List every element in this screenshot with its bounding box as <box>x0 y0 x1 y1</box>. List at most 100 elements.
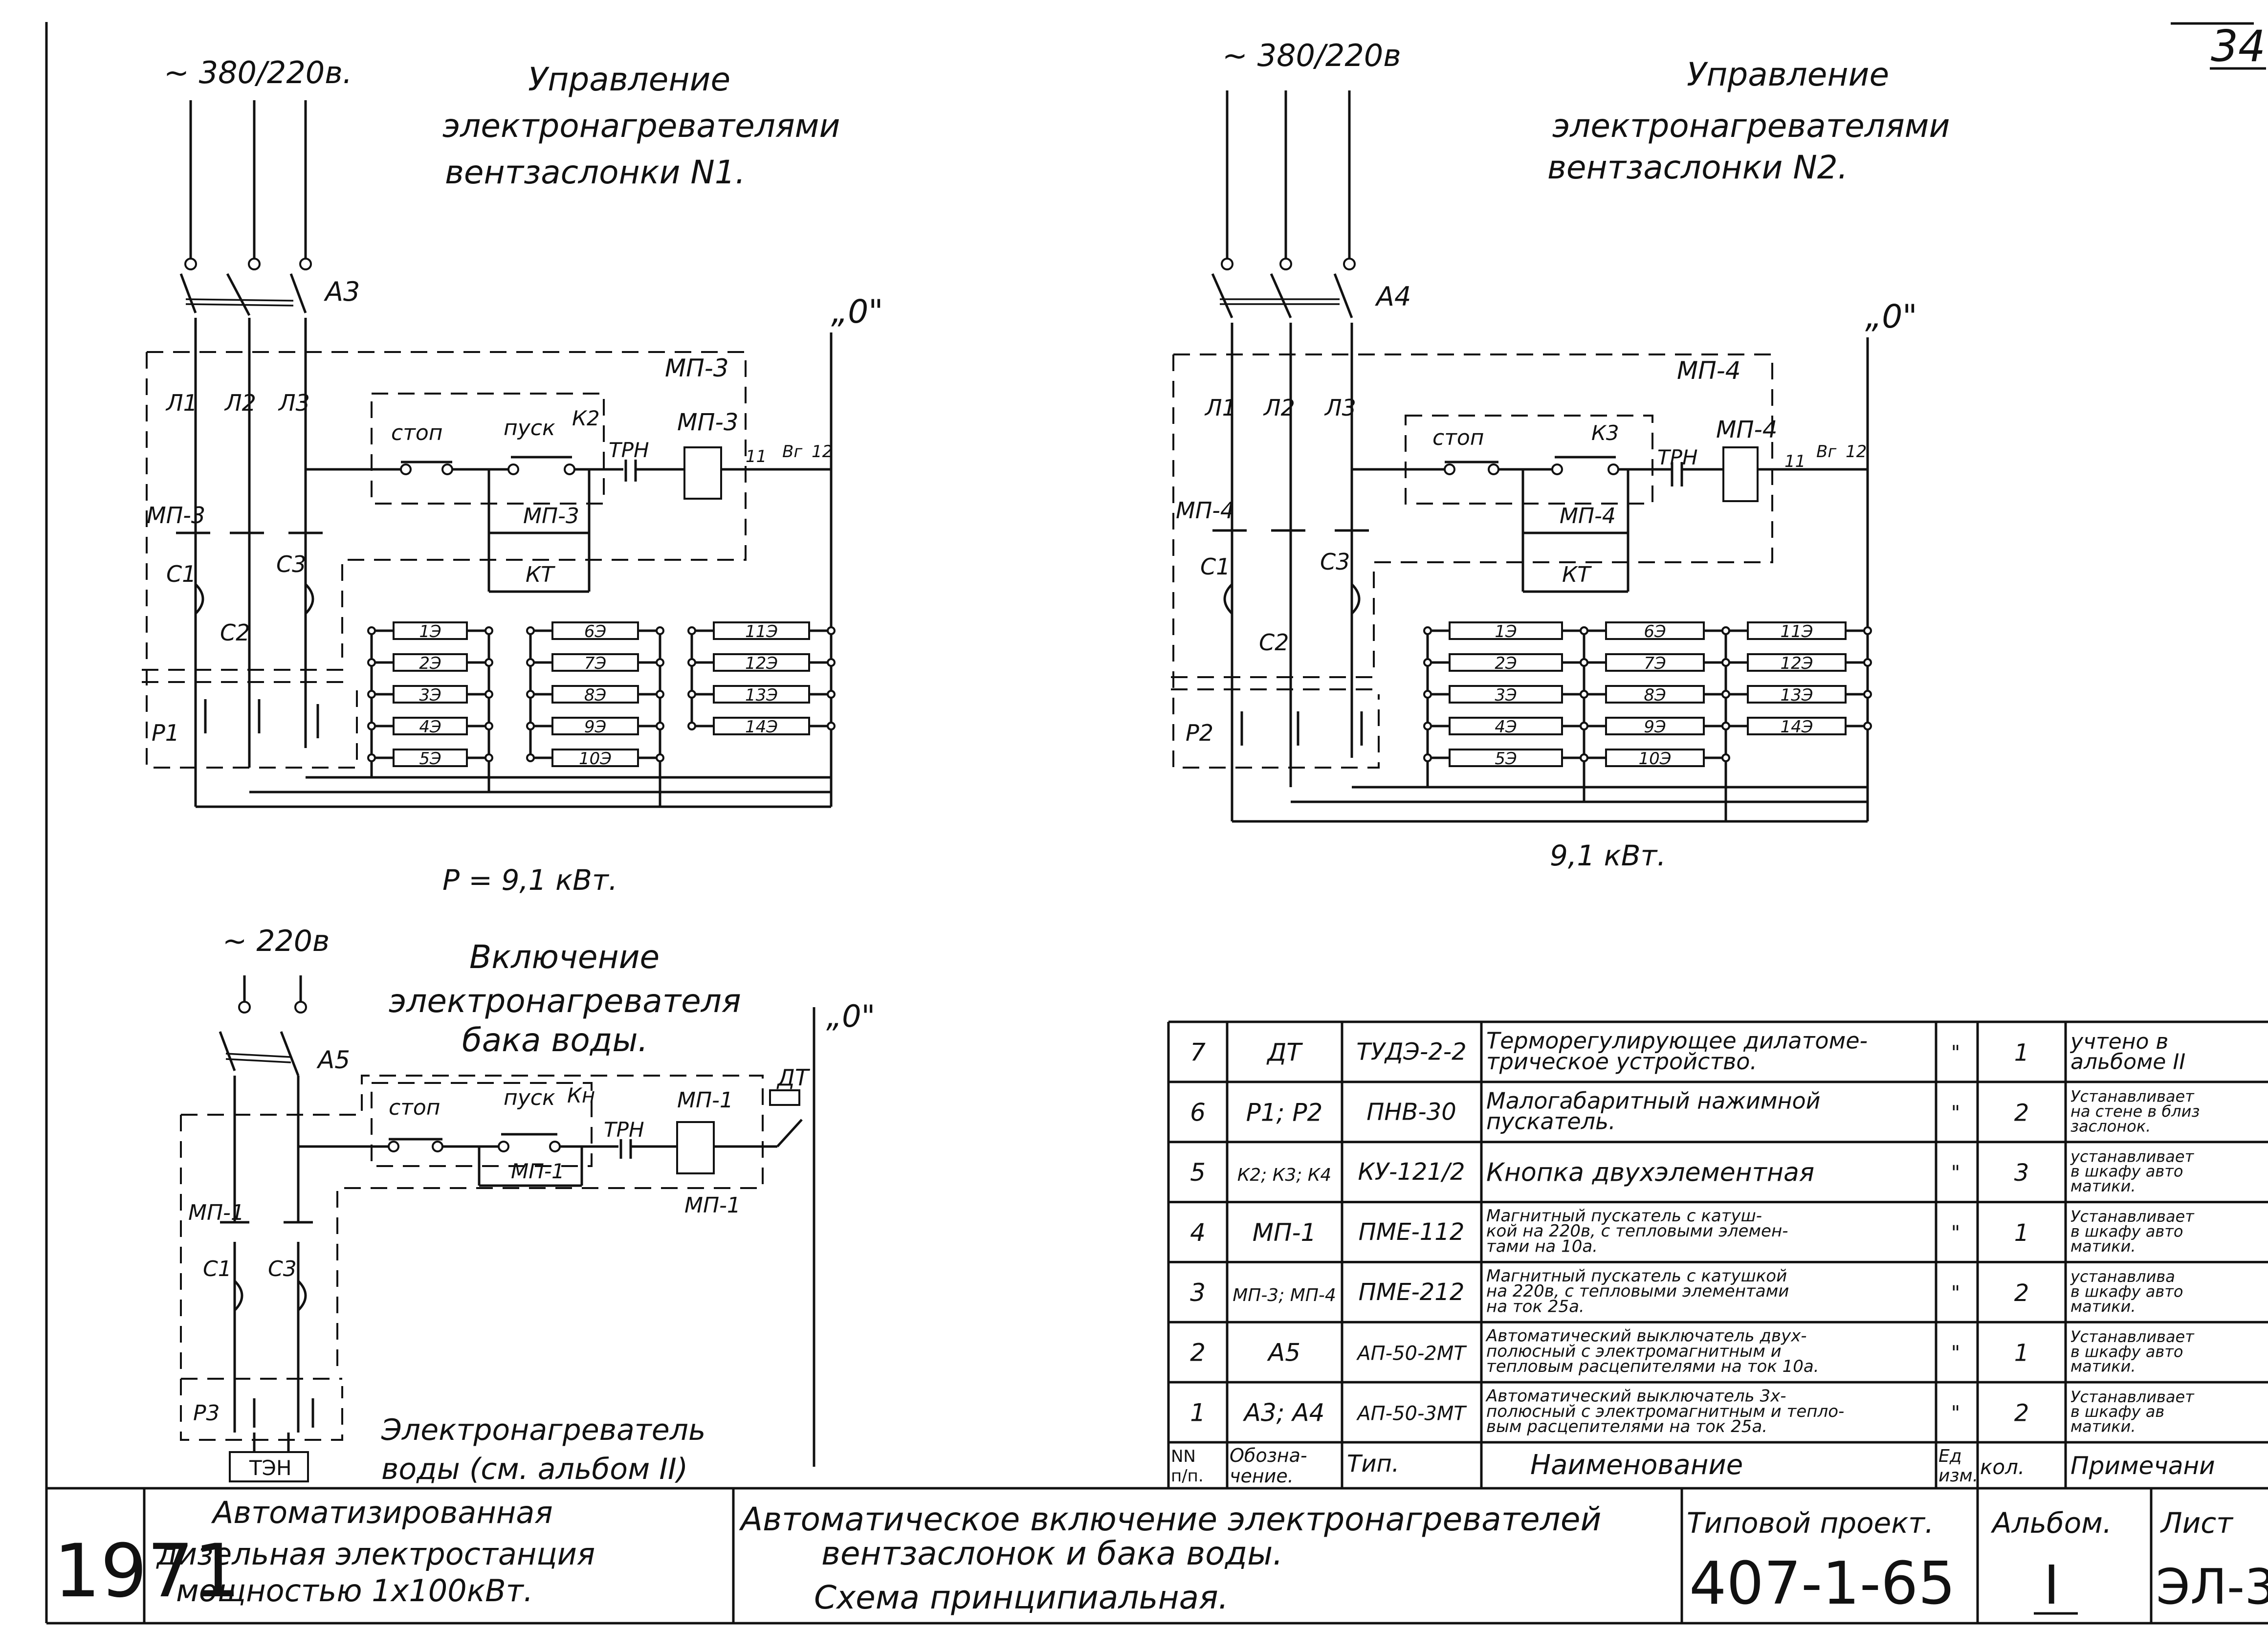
row-name-line: тепловым расцепителями на ток 10а. <box>1486 1357 1819 1376</box>
row-code: МП-1 <box>1253 1218 1317 1247</box>
d1-trn: ТРН <box>609 438 649 462</box>
d2-heater <box>1605 749 1705 767</box>
d2-c3: С3 <box>1320 549 1350 575</box>
row-name-line: Малогабаритный нажимной <box>1486 1087 1821 1114</box>
diagram-1: ~ 380/220в. Управление электронагревател… <box>142 55 883 897</box>
row-code: ДТ <box>1266 1038 1303 1066</box>
tb-org-1: Автоматизированная <box>211 1495 553 1530</box>
row-type: ПМЕ-212 <box>1359 1279 1465 1306</box>
d1-heater-label: 11Э <box>745 622 778 641</box>
tb-org-2: дизельная электростанция <box>156 1536 595 1572</box>
d2-heater-label: 4Э <box>1495 717 1517 737</box>
d2-heater <box>1605 621 1705 640</box>
row-unit: " <box>1951 1282 1960 1304</box>
d2-heater-label: 12Э <box>1780 654 1813 673</box>
th-note: Примечани <box>2070 1452 2215 1480</box>
d2-c2: С2 <box>1259 629 1289 656</box>
d2-heater <box>1605 653 1705 672</box>
row-name-line: на ток 25а. <box>1486 1297 1585 1316</box>
d1-title-1: Управление <box>528 61 730 98</box>
row-unit: " <box>1951 1402 1960 1425</box>
row-note-line: Устанавливает <box>2070 1087 2195 1105</box>
row-code: А5 <box>1267 1339 1300 1367</box>
d2-heater-label: 1Э <box>1495 622 1517 641</box>
d2-breaker: А4 <box>1375 281 1411 312</box>
d3-title-2: электронагревателя <box>389 982 741 1020</box>
d1-heater-label: 10Э <box>579 749 612 769</box>
d1-heater <box>713 621 810 640</box>
d1-heater-label: 13Э <box>745 685 778 705</box>
th-name: Наименование <box>1530 1449 1743 1481</box>
d3-supply: ~ 220в <box>222 924 330 958</box>
d2-aux: МП-4 <box>1560 504 1616 529</box>
row-qty: 2 <box>2014 1400 2029 1427</box>
row-num: 6 <box>1190 1098 1206 1126</box>
d1-heater <box>713 717 810 735</box>
d1-breaker: А3 <box>324 276 360 307</box>
d3-c1: С1 <box>203 1257 232 1281</box>
title-block: 1971 Автоматизированная дизельная электр… <box>54 1488 2268 1623</box>
row-note-line: на стене в близ <box>2070 1102 2200 1121</box>
d2-k: К3 <box>1591 421 1619 445</box>
d1-phase-3: Л3 <box>278 390 310 416</box>
th-code-1: Обозна- <box>1230 1445 1307 1466</box>
d2-phase-3: Л3 <box>1324 395 1356 421</box>
row-type: АП-50-2МТ <box>1356 1343 1467 1365</box>
th-type: Тип. <box>1347 1450 1399 1478</box>
row-num: 2 <box>1190 1339 1206 1367</box>
row-name-line: на 220в, с тепловыми элементами <box>1486 1281 1789 1301</box>
row-name-line: пускатель. <box>1486 1108 1616 1135</box>
tb-drawing-3: Схема принципиальная. <box>814 1579 1229 1616</box>
th-num-1: NN <box>1171 1447 1196 1466</box>
d2-title-1: Управление <box>1687 56 1889 93</box>
d2-heater <box>1449 653 1563 672</box>
d3-c3: С3 <box>268 1257 297 1281</box>
d1-aux: МП-3 <box>523 504 579 529</box>
d2-heater-label: 7Э <box>1644 654 1666 673</box>
row-name-line: Кнопка двухэлементная <box>1486 1158 1814 1187</box>
d2-heater-label: 5Э <box>1495 749 1517 769</box>
row-note-line: устанавлива <box>2070 1267 2175 1286</box>
row-code: К2; К3; К4 <box>1237 1165 1332 1185</box>
th-unit-2: изм. <box>1938 1466 1978 1486</box>
d1-supply: ~ 380/220в. <box>164 55 352 90</box>
d2-mp-box: МП-4 <box>1677 356 1741 385</box>
d3-start: пуск <box>504 1085 555 1110</box>
th-num-2: п/п. <box>1171 1466 1204 1486</box>
d1-c2: С2 <box>220 619 250 646</box>
sheet-frame <box>45 22 2268 1625</box>
tb-sheet-label: Лист <box>2160 1506 2234 1540</box>
row-name-line: Терморегулирующее дилатоме- <box>1486 1028 1868 1054</box>
row-note-line: альбоме II <box>2070 1050 2185 1075</box>
d2-contact-c: 12 <box>1846 442 1867 462</box>
row-unit: " <box>1951 1102 1960 1124</box>
d1-heater-label: 14Э <box>745 717 778 737</box>
d2-heater-label: 3Э <box>1495 685 1517 705</box>
row-qty: 1 <box>2014 1219 2029 1247</box>
d3-aux: МП-1 <box>511 1159 565 1183</box>
row-name-line: полюсный с электромагнитным и тепло- <box>1486 1402 1844 1421</box>
d1-heater <box>393 749 468 767</box>
d1-heater <box>551 749 639 767</box>
d2-trn: ТРН <box>1657 445 1698 469</box>
d2-heater-label: 2Э <box>1495 654 1517 673</box>
d3-zero: „0" <box>826 998 875 1034</box>
d3-mp-right: МП-1 <box>684 1193 741 1218</box>
row-name-line: Автоматический выключатель двух- <box>1485 1326 1807 1346</box>
d1-heater <box>393 653 468 672</box>
row-qty: 3 <box>2014 1159 2029 1187</box>
row-note-line: заслонок. <box>2070 1117 2151 1135</box>
row-note-line: матики. <box>2070 1297 2136 1316</box>
d2-heater-label: 11Э <box>1780 622 1813 641</box>
d1-mp-left: МП-3 <box>147 502 205 529</box>
d1-phase-1: Л1 <box>165 390 198 416</box>
d1-heater <box>713 685 810 704</box>
row-name-line: Магнитный пускатель с катушкой <box>1486 1266 1787 1286</box>
d2-heater <box>1449 621 1563 640</box>
row-qty: 1 <box>2014 1039 2029 1066</box>
d1-stop: стоп <box>391 420 443 445</box>
row-note-line: Устанавливает <box>2070 1388 2195 1406</box>
row-note-line: учтено в <box>2070 1029 2168 1054</box>
